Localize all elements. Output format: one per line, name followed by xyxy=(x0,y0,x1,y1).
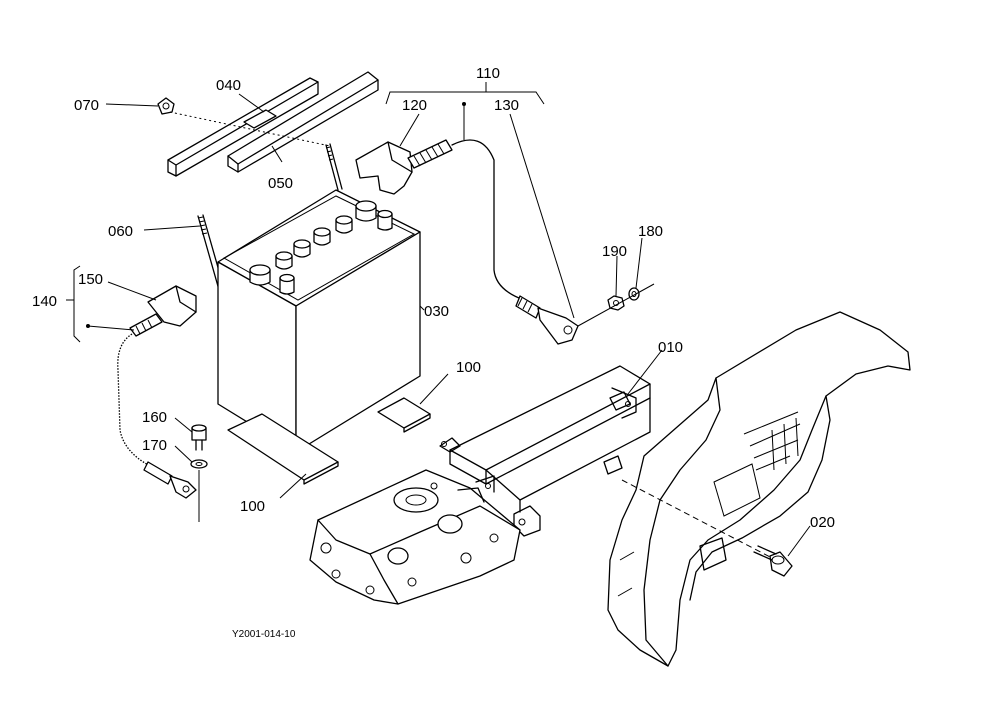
callout-120: 120 xyxy=(402,97,427,114)
battery-bracket-010 xyxy=(439,365,651,537)
fender xyxy=(607,311,911,667)
bolt-mounting-line xyxy=(621,479,773,559)
callout-labels: 070 040 050 060 030 100 100 110 120 130 … xyxy=(32,65,835,531)
battery-terminal-negative xyxy=(279,273,295,295)
bolt-020 xyxy=(753,545,793,577)
callout-130: 130 xyxy=(494,97,519,114)
callout-160: 160 xyxy=(142,409,167,426)
rubber-pad-100-right xyxy=(377,397,431,433)
callout-070: 070 xyxy=(74,97,99,114)
group-bracket-140 xyxy=(66,265,135,343)
positive-cable-110 xyxy=(355,139,579,345)
callout-100-left: 100 xyxy=(240,498,265,515)
bolt-160 xyxy=(191,424,207,451)
callout-150: 150 xyxy=(78,271,103,288)
battery-holder-bar-050 xyxy=(227,71,379,173)
callout-040: 040 xyxy=(216,77,241,94)
rubber-pad-100-left xyxy=(227,413,339,485)
callout-110: 110 xyxy=(476,65,500,82)
callout-060: 060 xyxy=(108,223,133,240)
callout-140: 140 xyxy=(32,293,57,310)
group-bracket-110 xyxy=(385,82,545,140)
negative-cable-140 xyxy=(117,285,197,499)
washer-180 xyxy=(628,287,640,301)
callout-170: 170 xyxy=(142,437,167,454)
clip-070 xyxy=(157,97,175,115)
washer-170 xyxy=(190,459,208,469)
callout-010: 010 xyxy=(658,339,683,356)
callout-180: 180 xyxy=(638,223,663,240)
callout-050: 050 xyxy=(268,175,293,192)
battery-holder-bar-040 xyxy=(167,77,319,177)
transmission-case xyxy=(309,469,521,605)
leader-lines xyxy=(105,93,811,557)
callout-100-right: 100 xyxy=(456,359,481,376)
battery-cell-caps xyxy=(249,200,377,286)
callout-190: 190 xyxy=(602,243,627,260)
battery-030 xyxy=(217,189,421,453)
callout-020: 020 xyxy=(810,514,835,531)
battery-terminal-positive xyxy=(377,209,393,231)
figure-code: Y2001-014-10 xyxy=(232,629,296,640)
callout-030: 030 xyxy=(424,303,449,320)
terminal-axis-line xyxy=(577,283,655,327)
